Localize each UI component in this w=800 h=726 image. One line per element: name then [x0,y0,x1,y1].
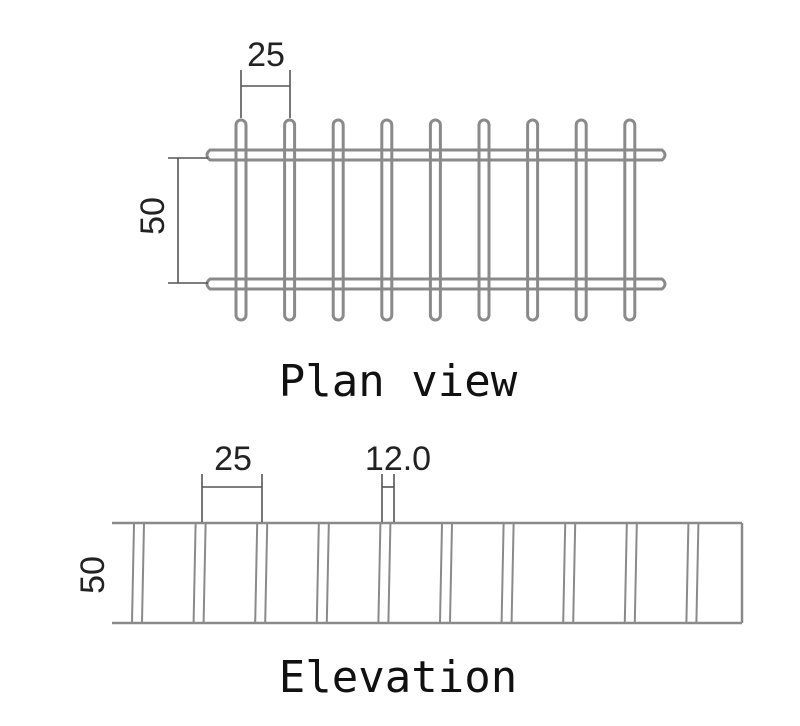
plan-view-caption: Plan view [279,356,518,407]
elevation-bar-edge [562,523,567,623]
elevation-bar-edge [449,523,453,623]
elevation-bar-edge [254,523,259,623]
plan-bearing-bar [623,118,637,322]
elevation-caption: Elevation [279,652,517,703]
elevation-bar-edge [264,523,269,623]
elevation-pitch-dimension [201,474,263,522]
plan-bearing-bar [574,118,588,322]
plan-bearing-bar [283,118,297,322]
plan-cross-rods [205,148,667,291]
elevation-bar-edge [439,523,443,623]
elevation-view: 25 12.0 50 Elevation [74,440,744,703]
elevation-bar-edge [695,523,700,623]
elevation-bar-edge [325,523,330,623]
plan-height-label: 50 [134,197,172,235]
elevation-height-label: 50 [74,556,112,594]
elevation-thickness-label: 12.0 [365,440,431,478]
plan-bottom-rod [205,277,667,291]
elevation-bar-edge [202,523,207,623]
elevation-bar-edge [500,523,505,623]
elevation-bar-edge [685,523,690,623]
elevation-bar-edge [572,523,577,623]
plan-height-dimension [168,157,208,284]
elevation-bar-edge [131,523,135,623]
elevation-pitch-label: 25 [214,440,252,478]
elevation-frame [112,521,744,625]
plan-view: 25 50 Plan view [134,36,667,407]
plan-bearing-bar [331,118,345,322]
elevation-bar-edge [192,523,197,623]
plan-bearing-bar [380,118,394,322]
elevation-thickness-dimension [381,474,395,522]
elevation-bar-edge [377,523,382,623]
plan-bars [234,118,637,322]
plan-bearing-bar [526,118,540,322]
plan-pitch-dimension [240,70,291,118]
elevation-bar-edge [141,523,145,623]
plan-top-rod [205,148,667,162]
elevation-bar-edge [623,523,628,623]
plan-bearing-bar [428,118,442,322]
plan-bearing-bar [477,118,491,322]
elevation-bar-edge [315,523,320,623]
plan-bearing-bar [234,118,248,322]
elevation-bar-edge [387,523,392,623]
plan-pitch-label: 25 [247,36,285,74]
elevation-bars [131,523,700,623]
elevation-bar-edge [510,523,515,623]
elevation-bar-edge [633,523,638,623]
